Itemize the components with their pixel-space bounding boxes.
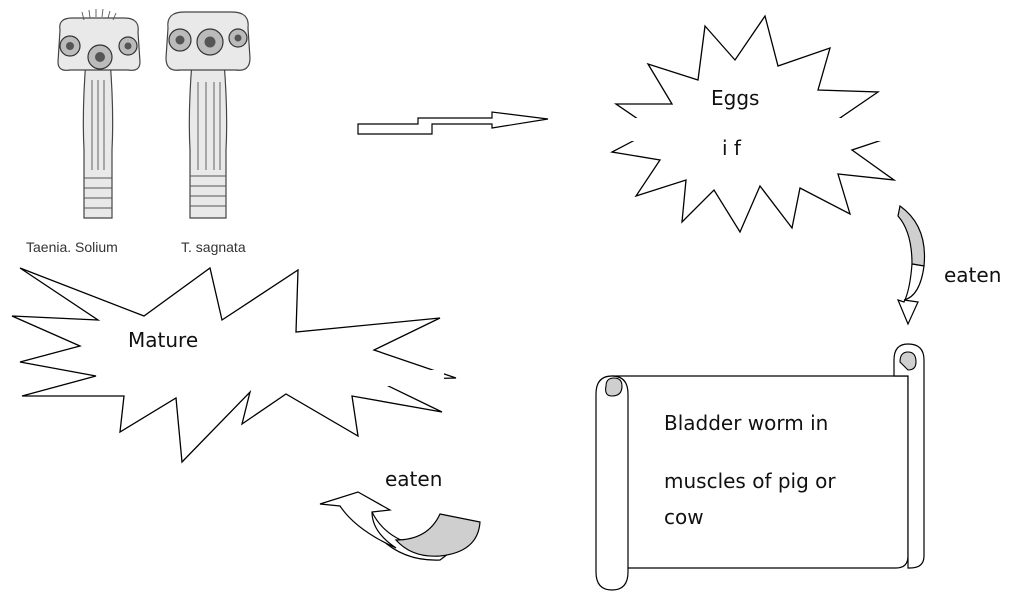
bladder-worm-stage: Bladder worm in muscles of pig or cow: [596, 344, 924, 590]
eaten-label-bottom: eaten: [385, 467, 442, 491]
taenia-saginata-illustration: [166, 12, 250, 218]
bladder-label-line1: Bladder worm in: [664, 411, 828, 435]
worms-to-eggs-arrow: [358, 112, 548, 134]
eggs-label: Eggs: [711, 86, 759, 110]
mature-stage: Mature: [12, 268, 456, 462]
bladder-to-mature-arrow: [320, 492, 480, 560]
eggs-label-cutoff: i f: [722, 136, 742, 160]
taenia-solium-caption: Taenia. Solium: [26, 239, 118, 255]
bladder-label-line2: muscles of pig or: [664, 469, 836, 493]
eggs-to-bladder-arrow: [898, 206, 925, 324]
mature-label: Mature: [128, 328, 198, 352]
taenia-solium-illustration: [58, 9, 140, 218]
bladder-label-line3: cow: [664, 505, 704, 529]
mature-starburst: [12, 268, 456, 462]
taenia-saginata-caption: T. sagnata: [181, 239, 246, 255]
eaten-label-right: eaten: [944, 263, 1001, 287]
eggs-stage: Eggs i f: [605, 16, 915, 232]
